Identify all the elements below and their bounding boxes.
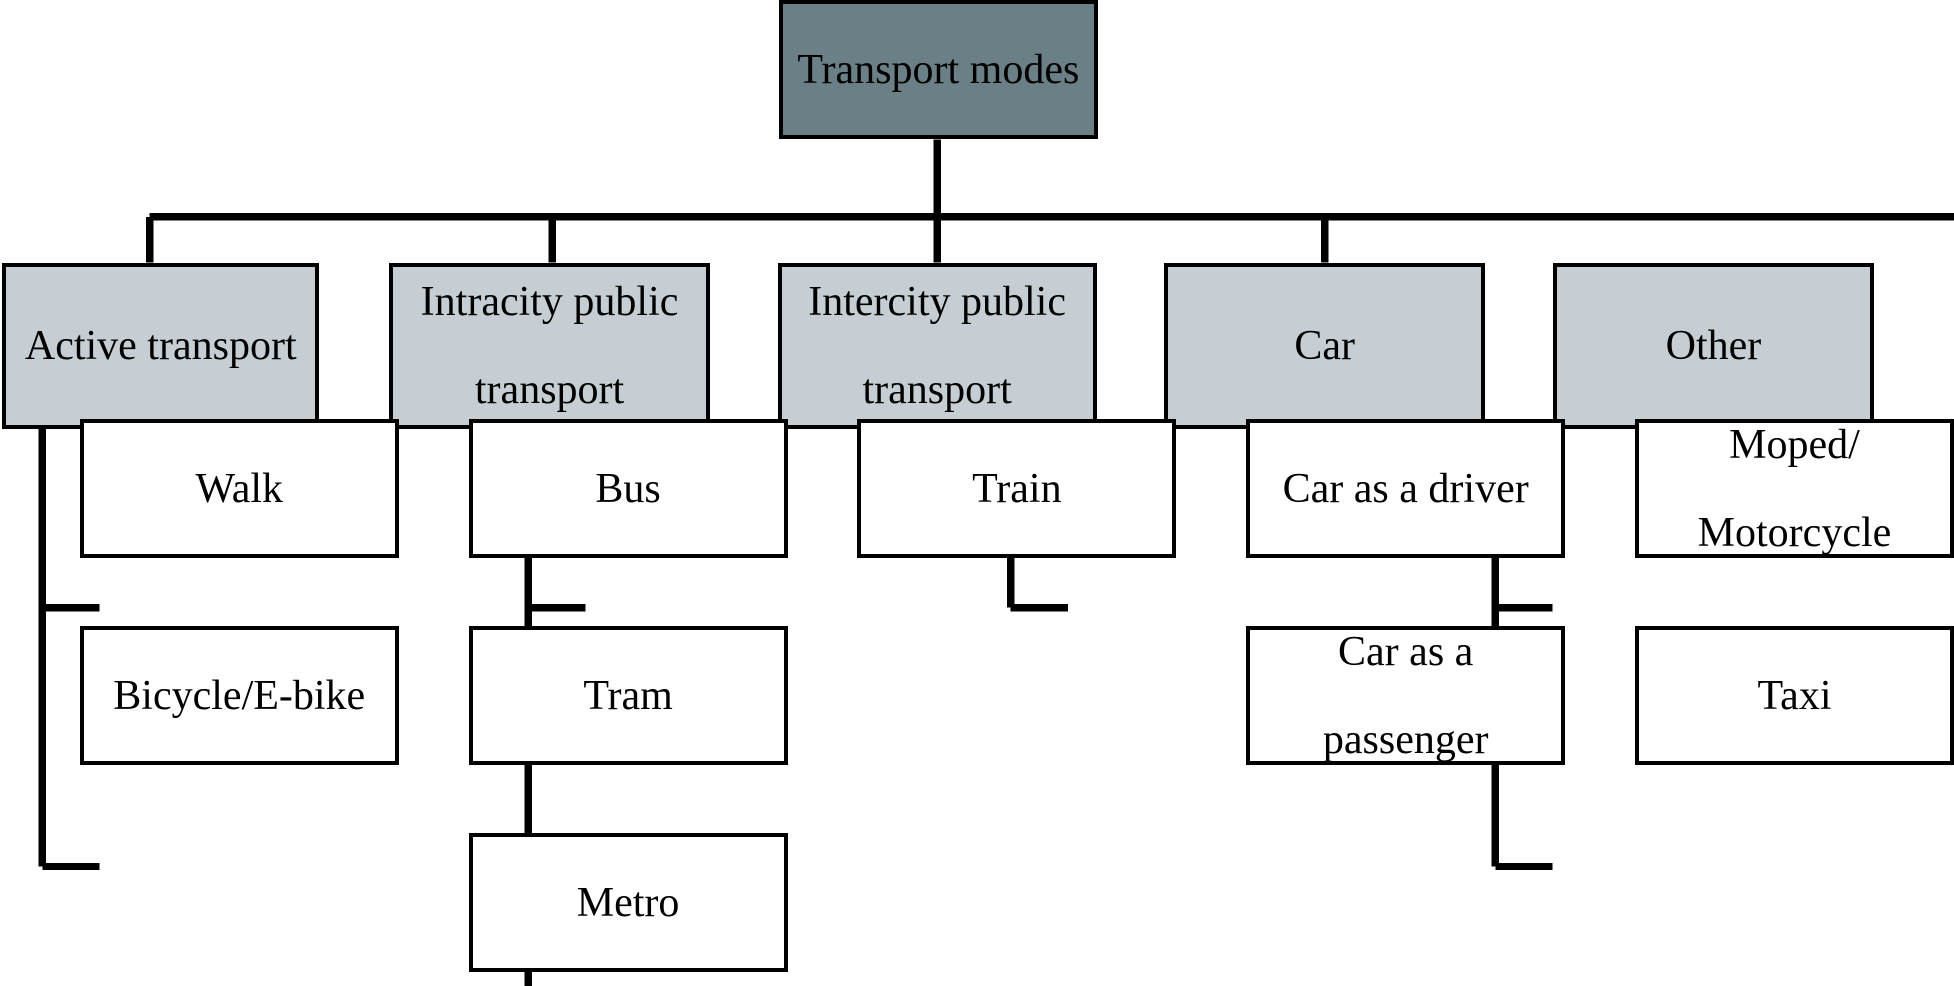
node-category-active-transport-label: Active transport [24,322,297,369]
car-passenger-line2: passenger [1322,716,1489,763]
node-leaf-tram[interactable]: Tram [468,626,788,766]
node-leaf-car-as-a-driver[interactable]: Car as a driver [1246,419,1566,559]
node-category-active-transport[interactable]: Active transport [2,262,319,429]
moped-line2: Motorcycle [1697,509,1892,556]
node-leaf-car-as-a-passenger-label: Car as a passenger [1311,630,1501,762]
node-category-intercity-public-transport-label: Intercity public transport [796,278,1078,413]
node-category-intercity-public-transport[interactable]: Intercity public transport [777,262,1097,429]
node-leaf-bus[interactable]: Bus [468,419,788,559]
node-leaf-metro-label: Metro [576,879,680,926]
node-leaf-metro[interactable]: Metro [468,833,788,973]
node-category-other-label: Other [1665,322,1762,369]
node-category-car-label: Car [1294,322,1355,369]
node-leaf-train-label: Train [972,465,1062,512]
node-leaf-taxi[interactable]: Taxi [1634,626,1954,766]
node-leaf-car-as-a-passenger[interactable]: Car as a passenger [1246,626,1566,766]
car-passenger-line1: Car as a [1338,628,1474,675]
node-category-intracity-public-transport-label: Intracity public transport [409,278,691,413]
node-leaf-train[interactable]: Train [857,419,1177,559]
node-leaf-moped-motorcycle[interactable]: Moped/Motorcycle [1634,419,1954,559]
moped-line1: Moped/ [1729,421,1860,468]
node-root-label: Transport modes [797,46,1080,93]
cat2-line2: transport [862,366,1012,413]
node-category-intracity-public-transport[interactable]: Intracity public transport [388,262,711,429]
node-leaf-walk[interactable]: Walk [79,419,399,559]
node-leaf-walk-label: Walk [195,465,284,512]
node-leaf-tram-label: Tram [583,672,673,719]
node-category-car[interactable]: Car [1163,262,1486,429]
node-root-transport-modes[interactable]: Transport modes [778,0,1098,140]
node-leaf-taxi-label: Taxi [1757,672,1832,719]
node-leaf-bicycle-ebike[interactable]: Bicycle/E-bike [79,626,399,766]
node-leaf-bus-label: Bus [595,465,661,512]
node-leaf-bicycle-ebike-label: Bicycle/E-bike [113,672,366,719]
node-category-other[interactable]: Other [1552,262,1875,429]
node-leaf-car-as-a-driver-label: Car as a driver [1282,465,1529,512]
cat1-line2: transport [474,366,625,413]
cat2-line1: Intercity public [808,278,1066,325]
node-leaf-moped-motorcycle-label: Moped/Motorcycle [1686,421,1904,556]
cat1-line1: Intracity public [420,278,679,325]
